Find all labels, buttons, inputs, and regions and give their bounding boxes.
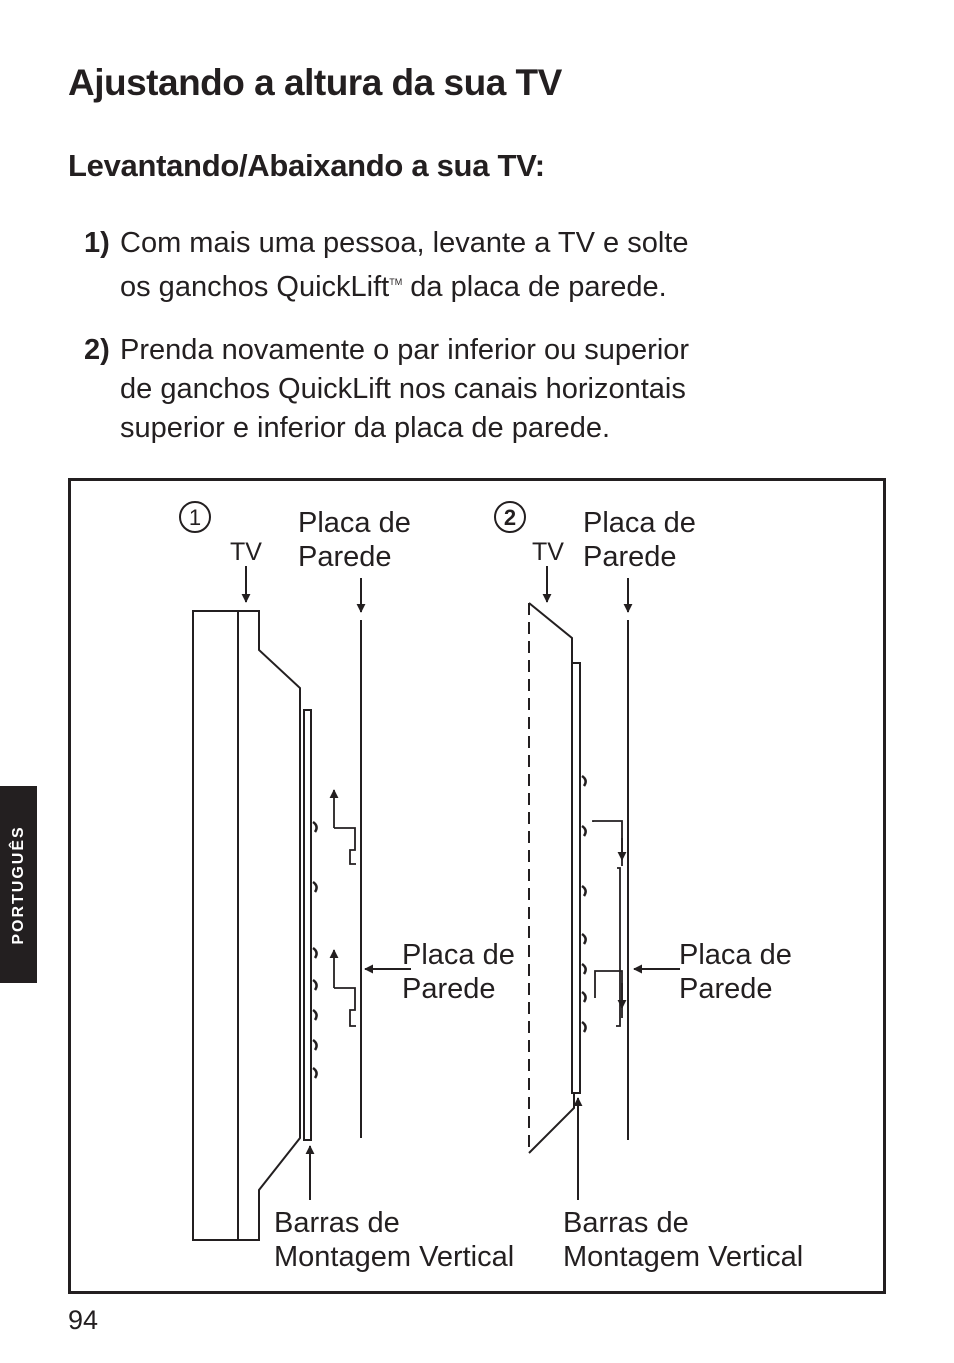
- tv-side-profile: [192, 610, 301, 1241]
- quicklift-hook-icons: [312, 820, 318, 1079]
- panel-2: 2 TV Placa de Parede: [494, 501, 803, 1273]
- tv-label: TV: [230, 538, 262, 566]
- language-tab: PORTUGUÊS: [0, 786, 37, 983]
- step-text-line: Com mais uma pessoa, levante a TV e solt…: [120, 227, 689, 259]
- mounting-bars-label-line: Montagem Vertical: [274, 1241, 514, 1273]
- vertical-mounting-bar: [303, 709, 312, 1141]
- vertical-mounting-bar: [571, 662, 581, 1094]
- marker-1-icon: 1: [179, 501, 211, 533]
- step-text-line: superior e inferior da placa de parede.: [120, 412, 611, 444]
- step-text-fragment: da placa de parede.: [402, 271, 667, 303]
- hook-lift-arrows: [329, 789, 356, 1027]
- wall-plate-label-line: Parede: [402, 973, 496, 1005]
- mounting-bars-label-line: Barras de: [563, 1207, 689, 1239]
- wall-plate-label-line: Parede: [679, 973, 773, 1005]
- wall-plate-label-line: Parede: [583, 541, 677, 573]
- page-number: 94: [68, 1305, 99, 1335]
- step-text-line: os ganchos QuickLiftTM da placa de pared…: [120, 263, 688, 307]
- wall-plate-label-line: Parede: [298, 541, 392, 573]
- diagram-frame: [68, 478, 886, 1294]
- step-text-line: Prenda novamente o par inferior ou super…: [120, 334, 690, 366]
- page-title: Ajustando a altura da sua TV: [68, 62, 562, 103]
- quicklift-hook-icons: [581, 774, 587, 1033]
- panel-marker: 2: [504, 505, 516, 530]
- section-subtitle: Levantando/Abaixando a sua TV:: [68, 148, 545, 183]
- panel-marker: 1: [189, 505, 201, 530]
- step-number: 2): [84, 334, 110, 366]
- marker-2-icon: 2: [494, 501, 526, 533]
- hook-lower-arrows: [592, 820, 627, 1027]
- language-tab-label: PORTUGUÊS: [9, 824, 27, 945]
- step-2: 2) Prenda novamente o par inferior ou su…: [84, 331, 689, 448]
- tv-label: TV: [532, 538, 564, 566]
- trademark-symbol: TM: [389, 277, 403, 287]
- step-text-fragment: os ganchos QuickLift: [120, 271, 390, 303]
- mount-diagram: 1 TV Placa de Parede: [68, 478, 886, 1294]
- step-number: 1): [84, 227, 110, 259]
- panel-1: 1 TV Placa de Parede: [179, 501, 515, 1273]
- wall-plate-label-line: Placa de: [298, 507, 411, 539]
- step-1: 1) Com mais uma pessoa, levante a TV e s…: [84, 224, 688, 307]
- wall-plate-label-line: Placa de: [402, 939, 515, 971]
- mounting-bars-label-line: Barras de: [274, 1207, 400, 1239]
- step-text-line: de ganchos QuickLift nos canais horizont…: [120, 373, 686, 405]
- wall-plate-label-line: Placa de: [679, 939, 792, 971]
- mounting-bars-label-line: Montagem Vertical: [563, 1241, 803, 1273]
- wall-plate-label-line: Placa de: [583, 507, 696, 539]
